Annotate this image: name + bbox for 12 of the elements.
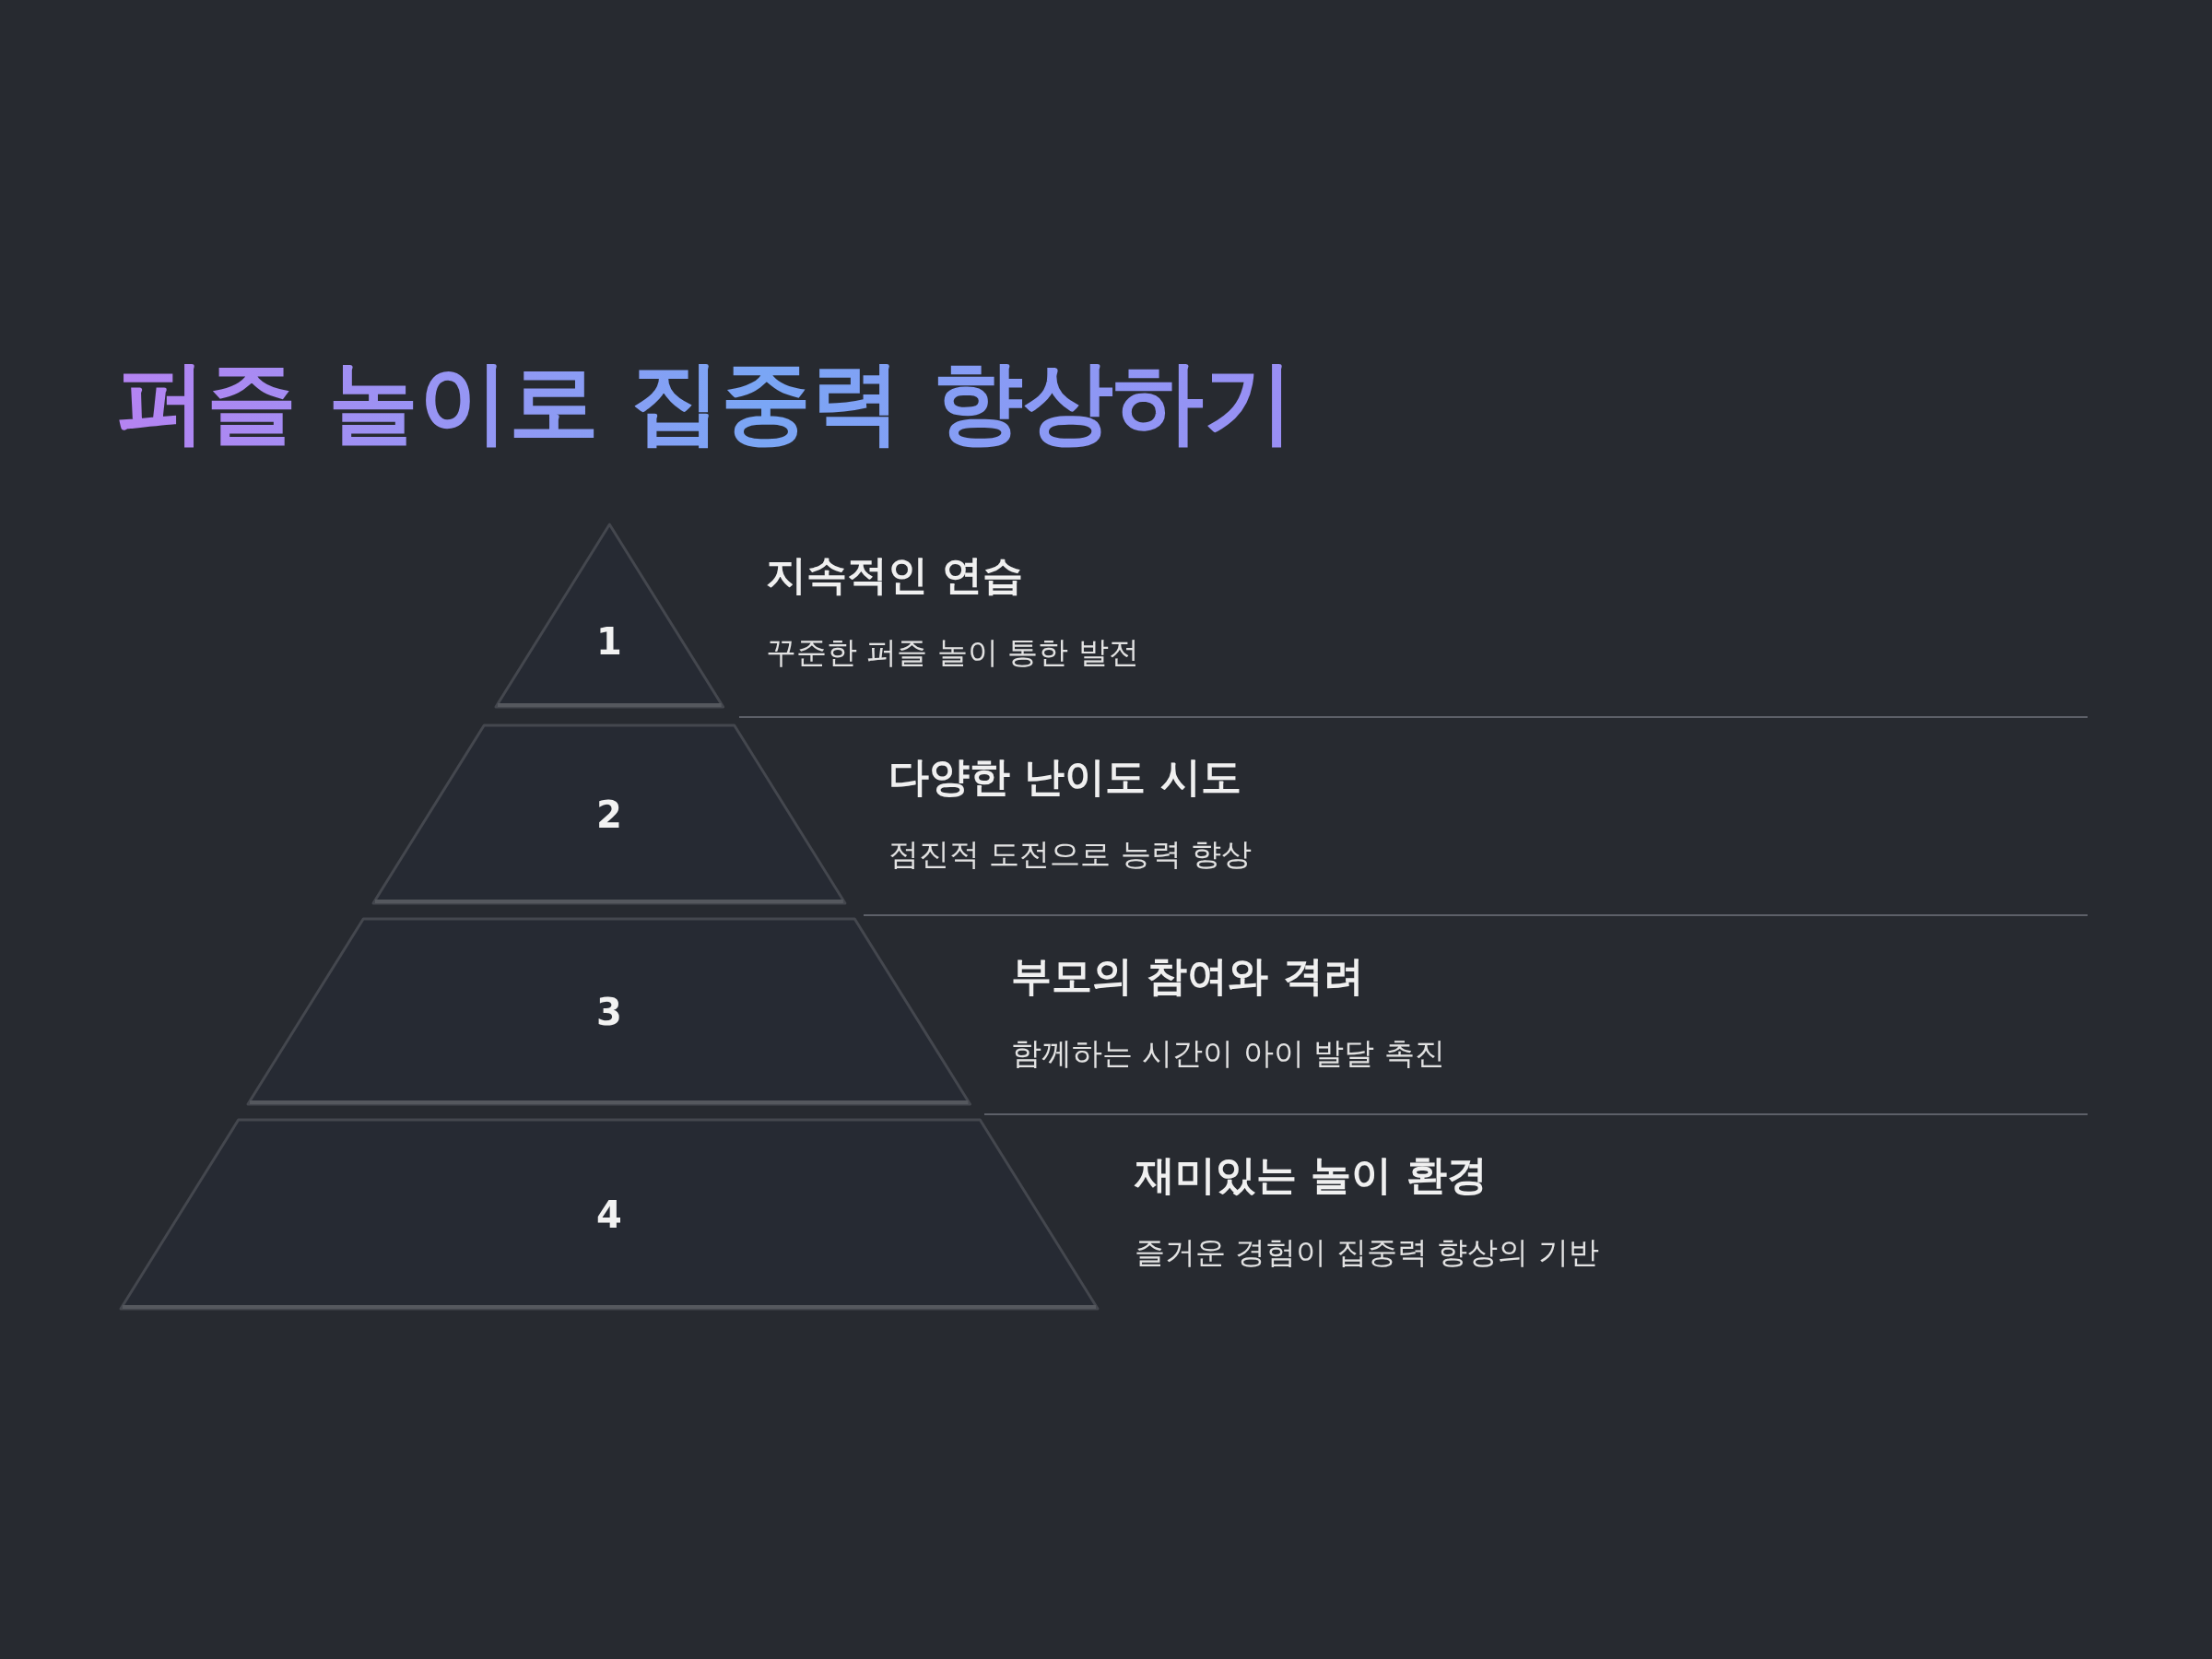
tier-heading: 다양한 난이도 시도 [888, 752, 1242, 802]
tier-heading: 재미있는 놀이 환경 [1135, 1150, 1488, 1200]
tier-description: 점진적 도전으로 능력 향상 [888, 835, 1253, 874]
tier-number: 2 [596, 793, 622, 836]
tier-description: 꾸준한 퍼즐 놀이 통한 발전 [766, 633, 1139, 672]
tier-number: 3 [596, 990, 622, 1033]
tier-description: 함께하는 시간이 아이 발달 촉진 [1011, 1034, 1445, 1073]
tier-number: 4 [596, 1193, 622, 1236]
tier-description: 즐거운 경험이 집중력 향상의 기반 [1135, 1233, 1599, 1272]
tier-heading: 부모의 참여와 격려 [1011, 951, 1365, 1001]
tier-heading: 지속적인 연습 [766, 550, 1025, 600]
tier-number: 1 [596, 619, 622, 663]
